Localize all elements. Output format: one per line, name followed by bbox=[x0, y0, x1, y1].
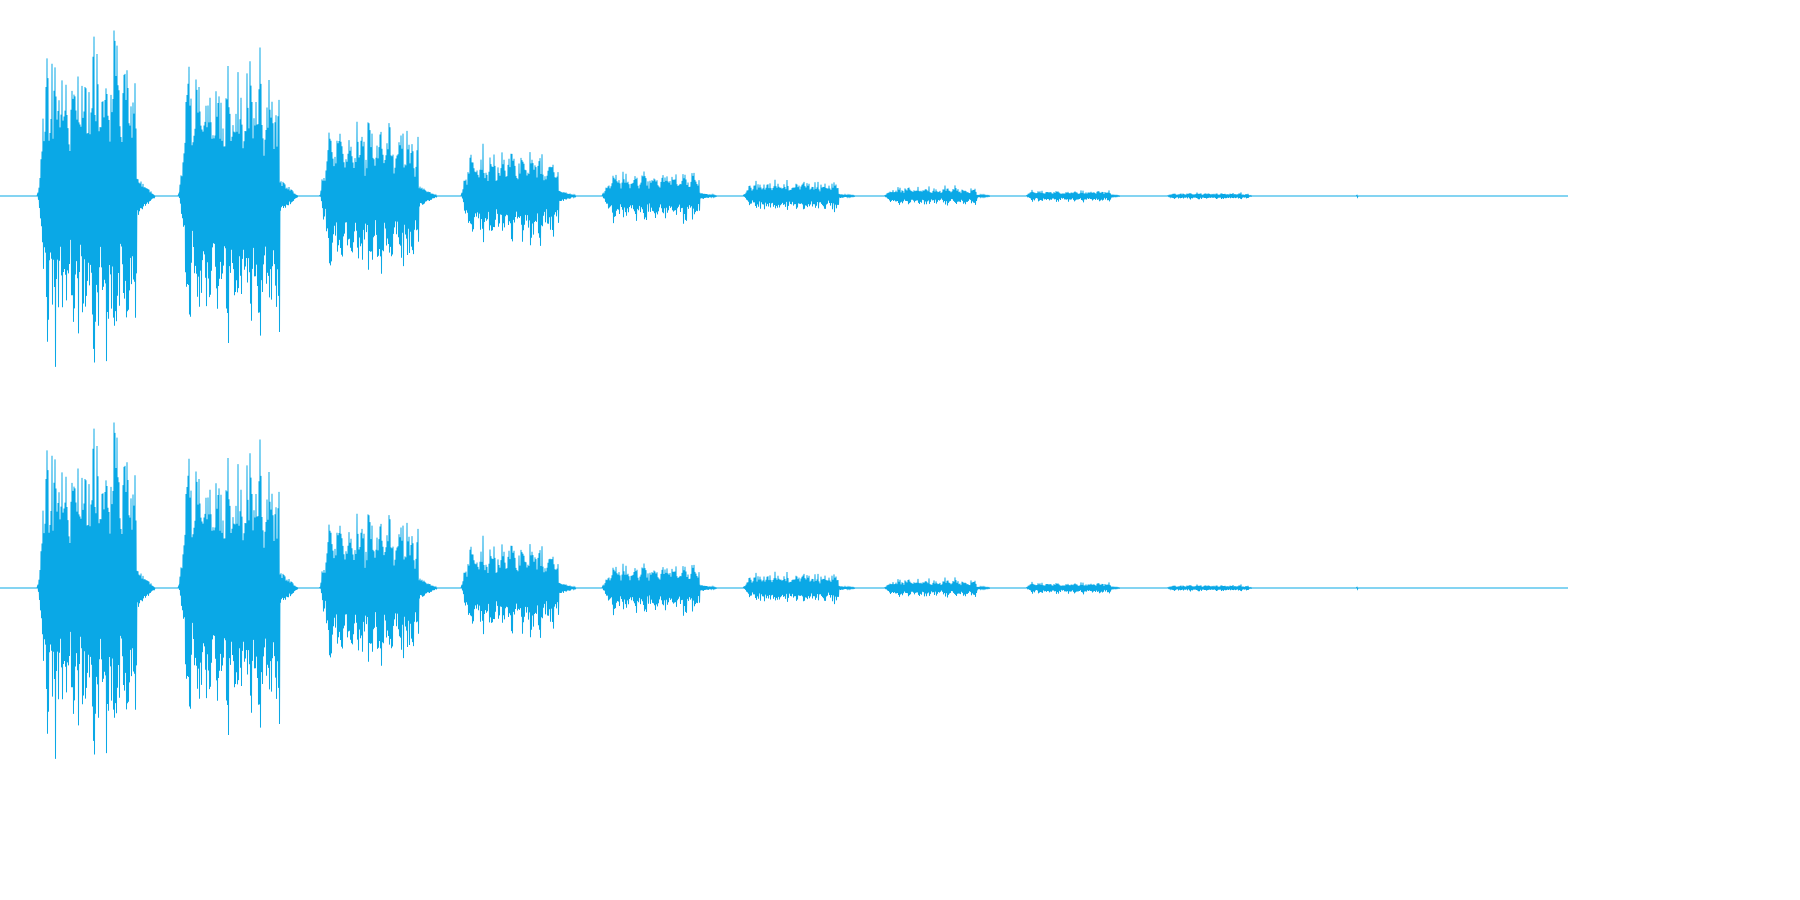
channel-2-svg bbox=[0, 422, 1568, 759]
waveform-view[interactable] bbox=[0, 0, 1568, 784]
channel-1-waveform[interactable] bbox=[0, 0, 1568, 392]
channel-1-signal bbox=[0, 30, 1568, 367]
channel-2-signal bbox=[0, 422, 1568, 759]
channel-1-svg bbox=[0, 30, 1568, 367]
channel-2-waveform[interactable] bbox=[0, 392, 1568, 784]
